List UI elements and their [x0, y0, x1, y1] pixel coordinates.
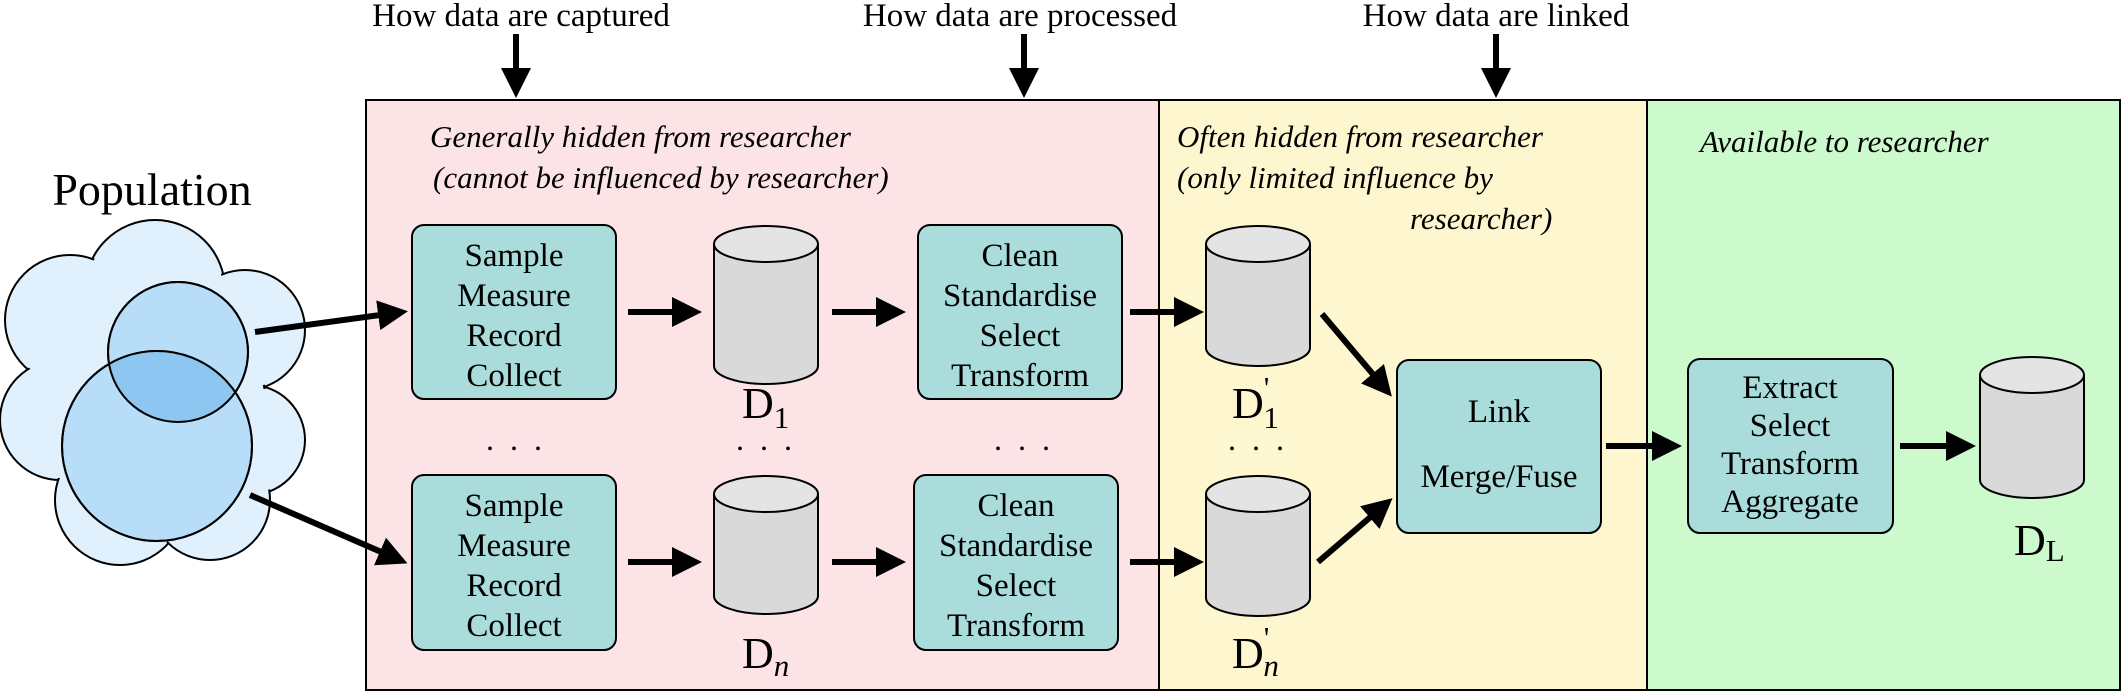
dataset-dn-label: Dn	[742, 629, 789, 683]
svg-text:Sample: Sample	[465, 488, 564, 524]
svg-text:Measure: Measure	[457, 278, 571, 314]
svg-text:Extract: Extract	[1742, 370, 1837, 406]
pop-to-capture-top-arrow	[254, 300, 408, 335]
d1p-to-link-arrow	[1319, 312, 1392, 397]
population-cloud-icon	[0, 219, 306, 566]
svg-text:Transform: Transform	[951, 358, 1089, 394]
svg-text:Select: Select	[976, 568, 1057, 604]
dataset-d1-label: D1	[742, 379, 789, 435]
region-hidden-note-line1: Generally hidden from researcher	[430, 119, 852, 154]
link-box: Link Merge/Fuse	[1396, 359, 1602, 534]
dataset-dn-icon	[713, 475, 819, 615]
stage-captured-label: How data are captured	[372, 0, 670, 34]
ellipsis-d: . . .	[736, 421, 796, 457]
stage-processed-label: How data are processed	[863, 0, 1178, 34]
stage-linked-label: How data are linked	[1363, 0, 1630, 34]
capture-box-bottom: Sample Measure Record Collect	[411, 474, 617, 651]
svg-text:Link: Link	[1468, 394, 1531, 430]
svg-text:Clean: Clean	[982, 238, 1059, 274]
region-often-note-line2: (only limited influence by	[1177, 160, 1493, 195]
svg-text:Collect: Collect	[466, 608, 561, 644]
svg-text:Standardise: Standardise	[939, 528, 1093, 564]
svg-text:Aggregate: Aggregate	[1721, 484, 1858, 520]
dataset-d1-prime-label: D'1	[1232, 370, 1279, 435]
dataset-d1-prime-icon	[1205, 225, 1311, 367]
dnp-to-link-arrow	[1316, 498, 1393, 565]
svg-text:Standardise: Standardise	[943, 278, 1097, 314]
extract-box: Extract Select Transform Aggregate	[1687, 358, 1894, 534]
region-often-note-line1: Often hidden from researcher	[1177, 119, 1544, 154]
dataset-dl-label: DL	[2014, 516, 2065, 568]
svg-text:Transform: Transform	[947, 608, 1085, 644]
svg-text:Collect: Collect	[466, 358, 561, 394]
svg-text:Select: Select	[980, 318, 1061, 354]
region-hidden-note-line2: (cannot be influenced by researcher)	[433, 160, 889, 195]
dataset-dl-icon	[1979, 356, 2085, 499]
svg-text:Sample: Sample	[465, 238, 564, 274]
svg-text:Record: Record	[466, 318, 562, 354]
ellipsis-capture: . . .	[486, 421, 546, 457]
svg-text:Transform: Transform	[1721, 446, 1859, 482]
region-often-note-line3: researcher)	[1410, 201, 1552, 236]
pop-to-capture-bottom-arrow	[248, 492, 408, 566]
svg-text:Record: Record	[466, 568, 562, 604]
population-label: Population	[52, 164, 251, 215]
process-box-bottom: Clean Standardise Select Transform	[913, 474, 1119, 651]
dataset-d1-icon	[713, 225, 819, 385]
svg-text:Clean: Clean	[978, 488, 1055, 524]
capture-box-top: Sample Measure Record Collect	[411, 224, 617, 400]
ellipsis-d-prime: . . .	[1228, 421, 1288, 457]
region-available-note: Available to researcher	[1698, 124, 1990, 159]
dataset-dn-prime-icon	[1205, 475, 1311, 617]
process-box-top: Clean Standardise Select Transform	[917, 224, 1123, 400]
svg-text:Merge/Fuse: Merge/Fuse	[1420, 459, 1577, 495]
svg-text:Select: Select	[1750, 408, 1831, 444]
dataset-dn-prime-label: D'n	[1232, 620, 1279, 683]
ellipsis-process: . . .	[994, 421, 1054, 457]
svg-text:Measure: Measure	[457, 528, 571, 564]
